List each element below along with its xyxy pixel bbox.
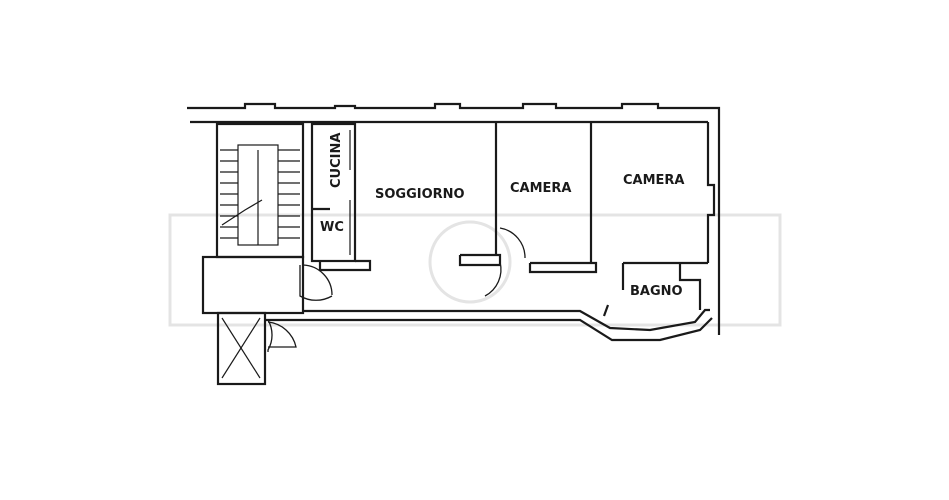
stairwell bbox=[201, 122, 305, 386]
room-label-camera-1: CAMERA bbox=[510, 181, 572, 196]
exterior-walls bbox=[187, 102, 721, 335]
room-label-camera-2: CAMERA bbox=[623, 173, 685, 188]
room-label-soggiorno: SOGGIORNO bbox=[375, 187, 465, 202]
doors bbox=[267, 227, 526, 353]
corridor bbox=[265, 304, 713, 342]
kitchen-wc-block bbox=[310, 122, 372, 272]
room-label-wc: WC bbox=[320, 220, 344, 235]
watermark bbox=[168, 213, 782, 327]
room-label-bagno: BAGNO bbox=[630, 284, 683, 299]
room-label-cucina: CUCINA bbox=[329, 133, 344, 188]
